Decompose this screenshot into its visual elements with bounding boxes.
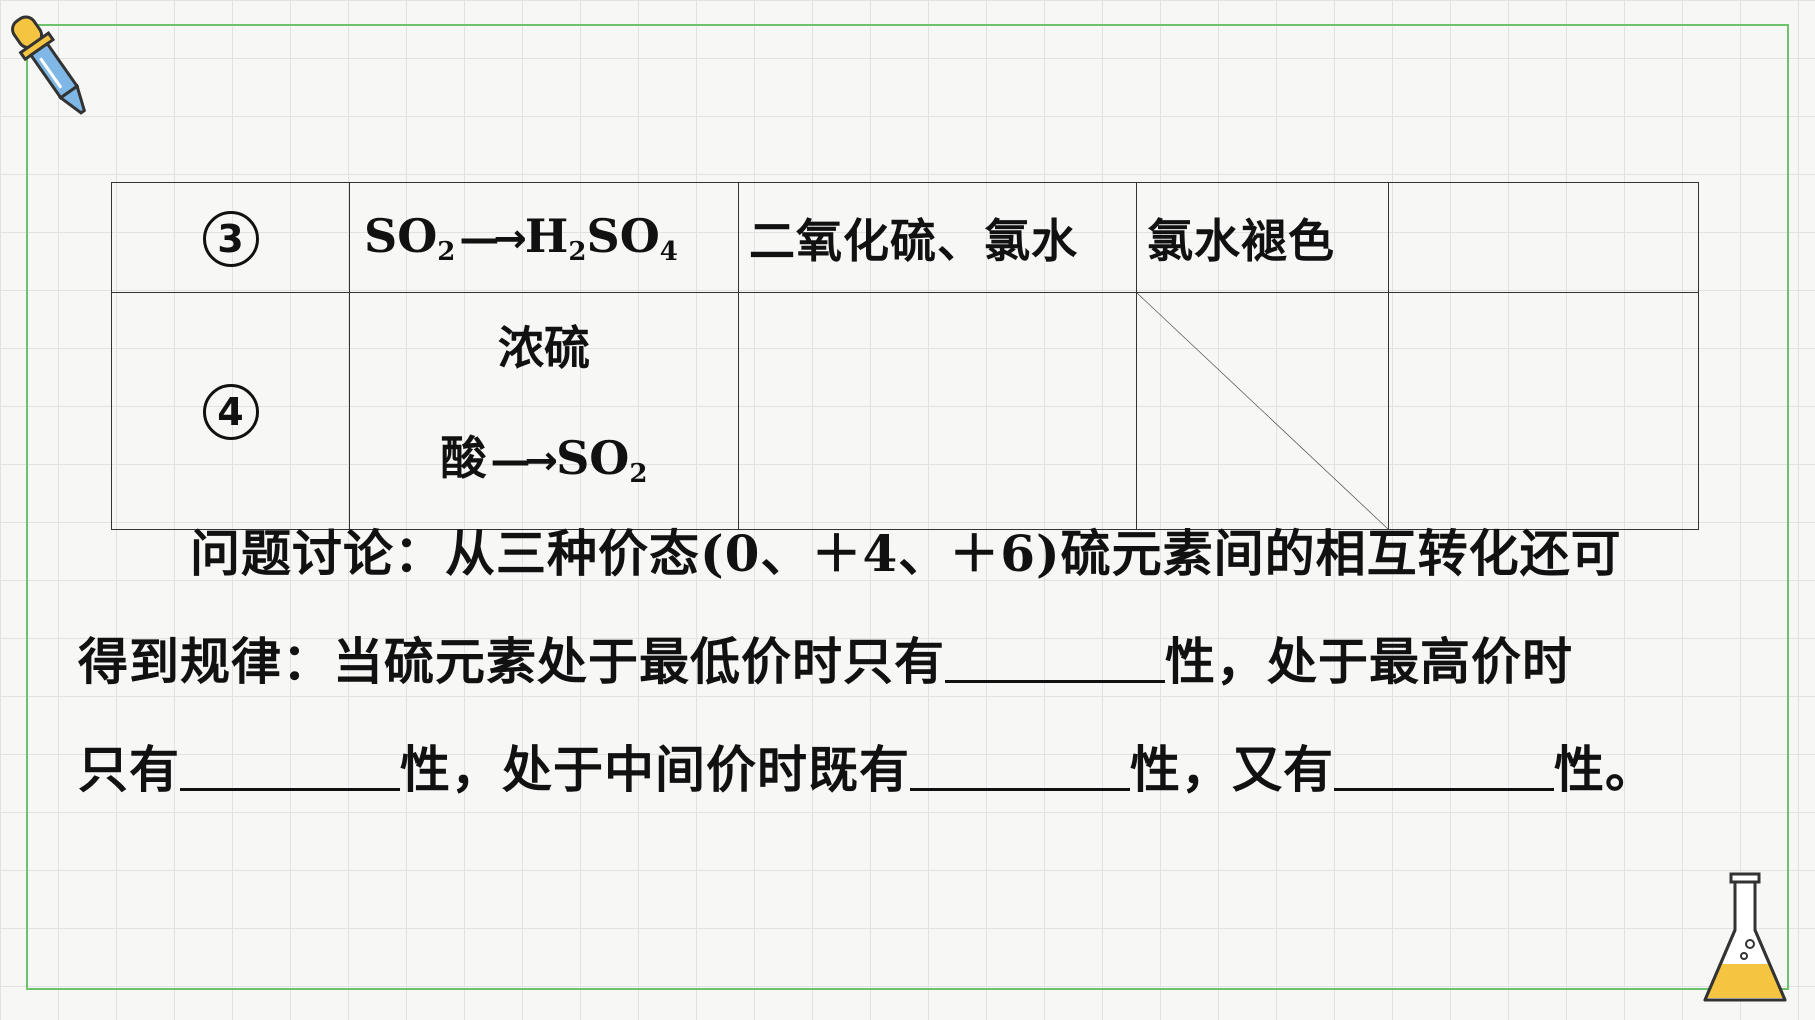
reagents-cell: 二氧化硫、氯水: [738, 182, 1137, 293]
formula-subscript: 4: [659, 236, 678, 267]
experiment-table: 3 SO2—→H2SO4 二氧化硫、氯水 氯水褪色 4 浓硫 酸—→SO2: [111, 182, 1699, 530]
formula-part: SO: [364, 208, 438, 263]
arrow-icon: —→: [459, 215, 526, 262]
answer-blank[interactable]: [910, 744, 1130, 791]
answer-blank[interactable]: [945, 636, 1165, 683]
phenomenon-cell: [1136, 292, 1389, 530]
formula-subscript: 2: [568, 236, 587, 267]
formula-part: SO: [556, 431, 630, 485]
formula-part: SO: [586, 208, 660, 263]
conversion-line: 浓硫: [498, 321, 590, 375]
row-number: 3: [202, 210, 259, 267]
formula-subscript: 2: [629, 459, 648, 489]
text-segment: 得到规律：当硫元素处于最低价时只有: [78, 632, 945, 691]
slide-frame: [26, 24, 1789, 990]
formula-part: H: [524, 208, 569, 263]
conclusion-cell: [1388, 182, 1699, 293]
text-segment: 性。: [1554, 740, 1656, 799]
discussion-line-1: 问题讨论：从三种价态(0、＋4、＋6)硫元素间的相互转化还可: [190, 524, 1622, 583]
flask-icon: [1703, 872, 1787, 1002]
text-segment: 性，处于中间价时既有: [400, 740, 910, 799]
formula-part: 酸: [440, 431, 487, 485]
row-number-cell: 4: [111, 292, 350, 530]
discussion-line-3: 只有 性，处于中间价时既有 性，又有 性。: [78, 716, 1738, 824]
conversion-cell: SO2—→H2SO4: [349, 182, 739, 293]
text-segment: 只有: [78, 740, 180, 799]
reagents-cell: [738, 292, 1137, 530]
conversion-cell: 浓硫 酸—→SO2: [349, 292, 739, 530]
arrow-icon: —→: [490, 438, 558, 484]
discussion-paragraph: 问题讨论：从三种价态(0、＋4、＋6)硫元素间的相互转化还可 得到规律：当硫元素…: [78, 500, 1738, 824]
text-segment: 性，处于最高价时: [1165, 632, 1573, 691]
dropper-icon: [11, 15, 87, 115]
table-row: 3 SO2—→H2SO4 二氧化硫、氯水 氯水褪色: [111, 182, 1699, 293]
phenomenon-cell: 氯水褪色: [1136, 182, 1389, 293]
text-segment: 性，又有: [1130, 740, 1334, 799]
table-row: 4 浓硫 酸—→SO2: [111, 292, 1699, 530]
answer-blank[interactable]: [1334, 744, 1554, 791]
formula-subscript: 2: [437, 236, 456, 267]
diagonal-slash: [1137, 293, 1388, 529]
conclusion-cell: [1388, 292, 1699, 530]
answer-blank[interactable]: [180, 744, 400, 791]
conversion-line: 酸—→SO2: [350, 403, 738, 529]
row-number-cell: 3: [111, 182, 350, 293]
discussion-line-2: 得到规律：当硫元素处于最低价时只有 性，处于最高价时: [78, 608, 1738, 716]
row-number: 4: [202, 384, 259, 440]
